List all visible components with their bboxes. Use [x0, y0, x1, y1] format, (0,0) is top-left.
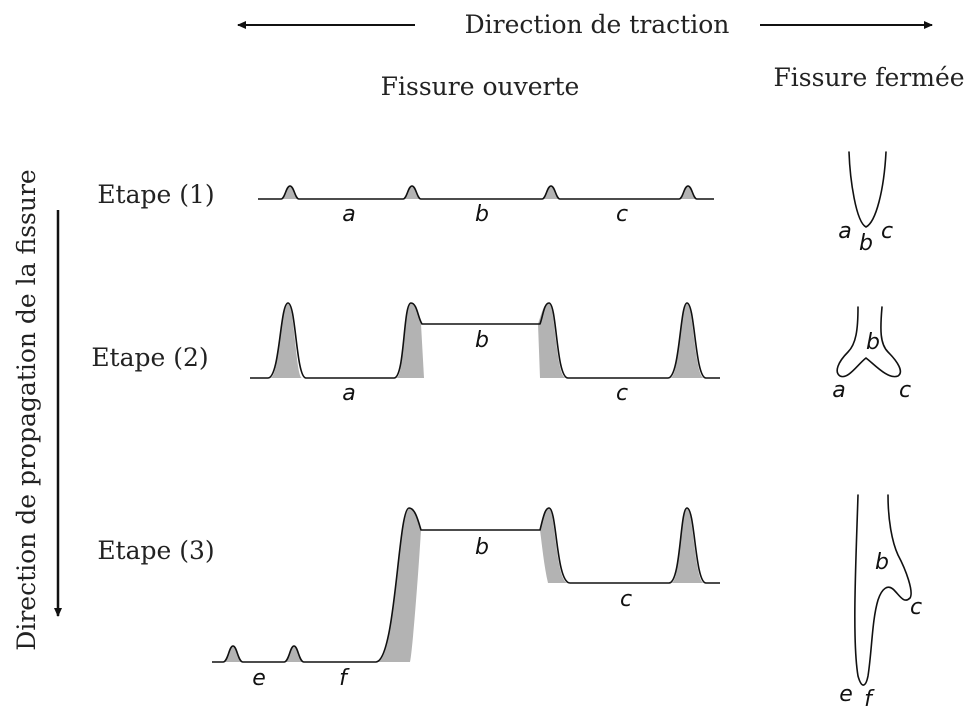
step-2-closed-c: c — [899, 378, 911, 403]
step-1-closed-b: b — [859, 231, 873, 256]
step-3-closed-f: f — [864, 687, 875, 707]
step-2-label: Etape (2) — [91, 343, 208, 372]
step-1-segment-b: b — [475, 202, 489, 227]
step-3-segment-e: e — [252, 666, 266, 691]
step-1-segment-a: a — [342, 202, 355, 227]
step-3-label: Etape (3) — [97, 536, 214, 565]
step-1-closed-crack: a b c — [838, 152, 893, 256]
propagation-direction-label: Direction de propagation de la fissure — [12, 169, 41, 650]
step-2-segment-b: b — [475, 328, 489, 353]
open-crack-heading: Fissure ouverte — [381, 72, 580, 101]
step-3-segment-c: c — [620, 587, 632, 612]
step-3-closed-b: b — [875, 550, 889, 575]
step-1-closed-c: c — [881, 219, 893, 244]
step-2-open-profile: a b c — [250, 303, 720, 406]
closed-crack-heading: Fissure fermée — [773, 63, 964, 92]
step-2-closed-b: b — [866, 330, 880, 355]
step-2-closed-crack: b a c — [832, 307, 911, 403]
step-2-segment-c: c — [616, 381, 628, 406]
step-3-open-profile: b c e f — [212, 508, 720, 691]
traction-direction-label: Direction de traction — [465, 10, 730, 39]
step-1-label: Etape (1) — [97, 180, 214, 209]
step-1-segment-c: c — [616, 202, 628, 227]
step-1-closed-a: a — [838, 219, 851, 244]
step-3-closed-crack: b c e f — [839, 495, 922, 707]
traction-direction-indicator: Direction de traction — [238, 10, 932, 39]
step-3-segment-b: b — [475, 535, 489, 560]
step-3-segment-f: f — [339, 666, 350, 691]
step-3-closed-e: e — [839, 682, 853, 707]
step-1-open-profile: a b c — [258, 186, 714, 227]
step-2-closed-a: a — [832, 378, 845, 403]
step-2-segment-a: a — [342, 381, 355, 406]
step-3-closed-c: c — [910, 595, 922, 620]
